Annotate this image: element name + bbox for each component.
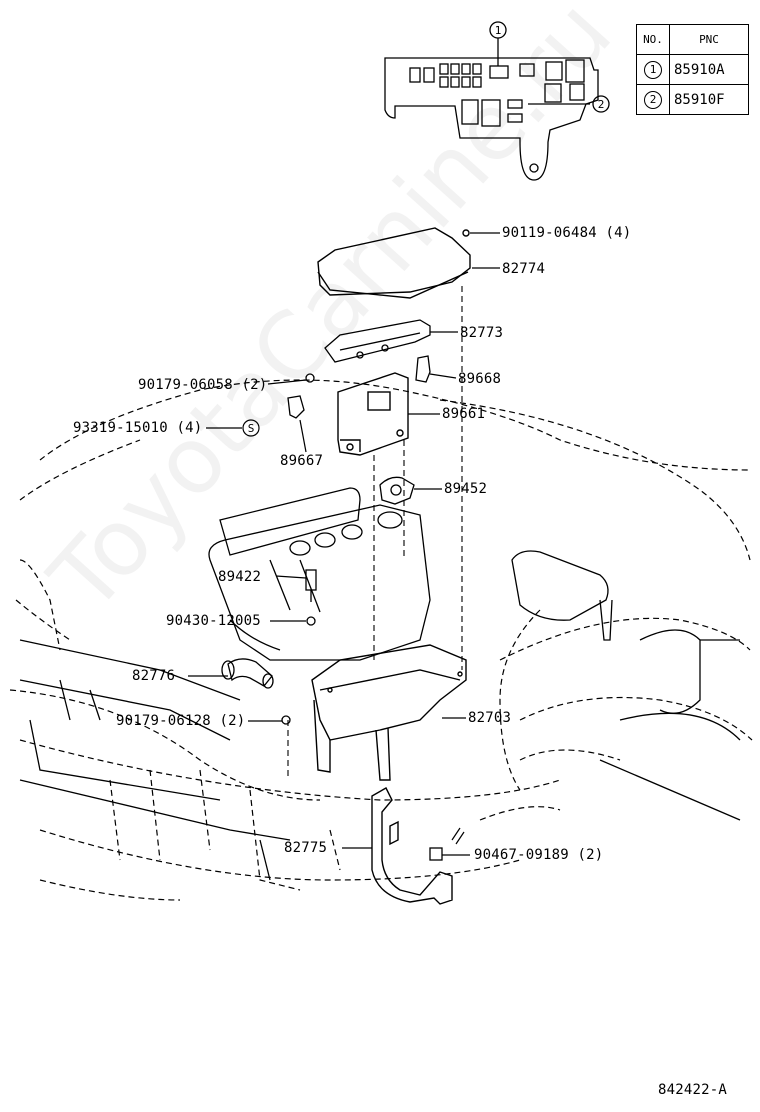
ecu-case-82703 <box>311 644 467 781</box>
part-label-90430-12005[interactable]: 90430-12005 <box>166 613 261 629</box>
part-label-89422[interactable]: 89422 <box>218 569 262 585</box>
part-label-82773[interactable]: 82773 <box>460 325 504 341</box>
part-label-90179-06128[interactable]: 90179-06128 (2) <box>116 713 246 729</box>
header-no: NO. <box>636 24 670 55</box>
callout-1: 1 <box>494 24 502 37</box>
part-label-89661[interactable]: 89661 <box>442 406 486 422</box>
sensor-89422 <box>305 569 317 626</box>
part-label-93319-15010[interactable]: 93319-15010 (4) <box>73 420 203 436</box>
pnc-code[interactable]: 85910F <box>669 84 749 115</box>
hose-82776 <box>221 658 274 689</box>
ecu-cover-82774 <box>317 227 471 299</box>
part-label-89667[interactable]: 89667 <box>280 453 324 469</box>
part-label-90467-09189[interactable]: 90467-09189 (2) <box>474 847 604 863</box>
relay-block-drawing <box>384 38 599 181</box>
engine-drawing <box>19 487 741 881</box>
table-row: 2 85910F <box>636 84 749 115</box>
part-label-89452[interactable]: 89452 <box>444 481 488 497</box>
bracket-89668 <box>415 355 431 383</box>
part-label-82775[interactable]: 82775 <box>284 840 328 856</box>
part-label-89668[interactable]: 89668 <box>458 371 502 387</box>
pnc-table: NO. PNC 1 85910A 2 85910F <box>636 24 749 115</box>
ecu-bracket-82773 <box>324 319 431 363</box>
figure-code: 842422-A <box>658 1082 728 1098</box>
row-number: 1 <box>644 60 662 79</box>
pnc-table-header: NO. PNC <box>636 24 749 55</box>
table-row: 1 85910A <box>636 54 749 85</box>
callout-2: 2 <box>597 98 605 111</box>
header-pnc: PNC <box>669 24 749 55</box>
part-label-82776[interactable]: 82776 <box>132 668 176 684</box>
vehicle-body-outline <box>9 379 753 901</box>
part-label-82703[interactable]: 82703 <box>468 710 512 726</box>
part-label-82774[interactable]: 82774 <box>502 261 546 277</box>
pnc-code[interactable]: 85910A <box>669 54 749 85</box>
bracket-89667 <box>287 373 315 419</box>
map-sensor-89452 <box>379 476 415 505</box>
s-marker: S <box>247 422 255 435</box>
part-label-90179-06058[interactable]: 90179-06058 (2) <box>138 377 268 393</box>
duct-82775 <box>371 787 453 905</box>
part-label-90119-06484[interactable]: 90119-06484 (4) <box>502 225 632 241</box>
ecu-89661 <box>337 372 409 456</box>
nut-90179b <box>281 715 291 725</box>
row-number: 2 <box>644 90 662 109</box>
clip-90467 <box>429 847 443 861</box>
